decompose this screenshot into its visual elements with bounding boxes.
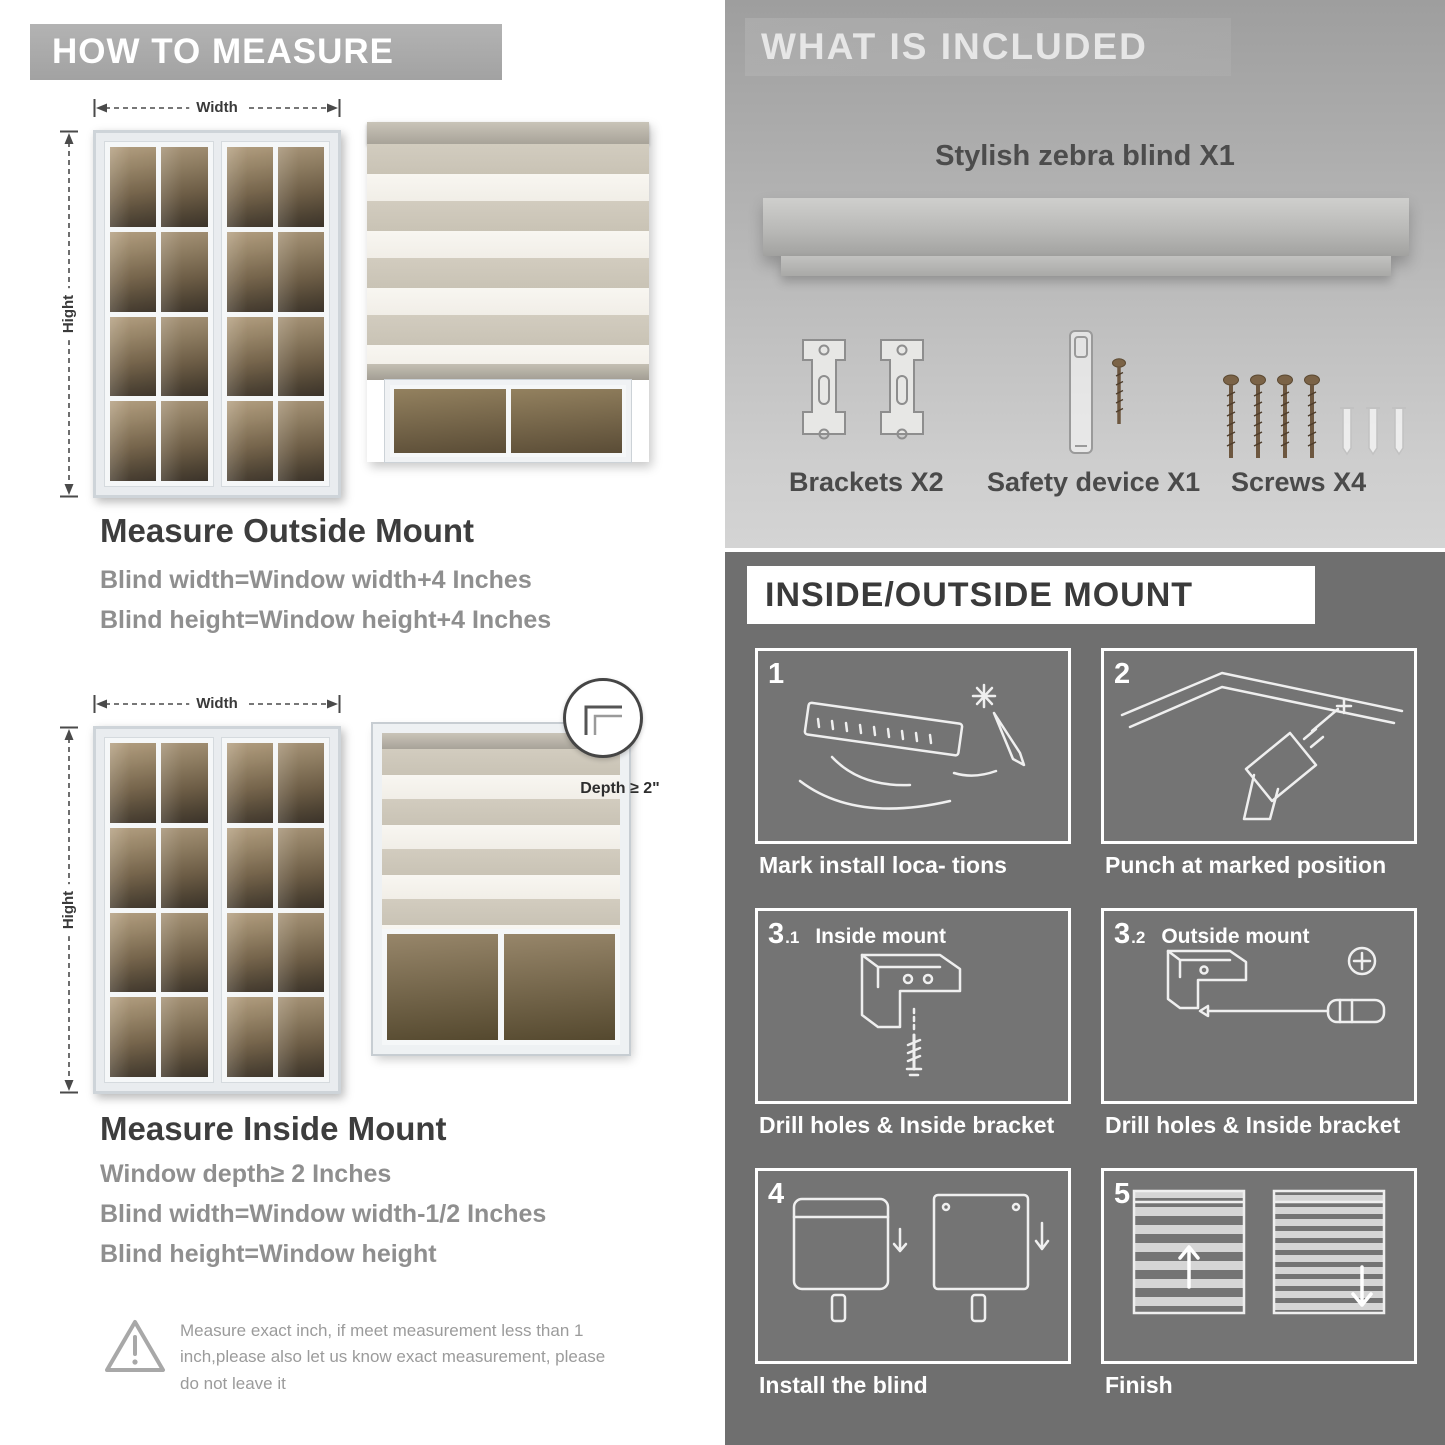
depth-callout-circle — [563, 678, 643, 758]
width-label-2: Width — [189, 692, 245, 716]
brackets-label: Brackets X2 — [789, 467, 944, 497]
blind-cassette-bar — [382, 733, 620, 749]
step-1: 1 — [755, 648, 1071, 884]
blind-cassette-illustration — [763, 198, 1409, 256]
hight-measure-arrow: Hight — [57, 130, 81, 498]
inside-bracket-illustration — [860, 953, 962, 1077]
outside-rule-width: Blind width=Window width+4 Inches — [100, 566, 532, 594]
step-1-number: 1 — [768, 658, 785, 690]
window-below-blind — [382, 929, 620, 1045]
screws-icons — [1221, 374, 1417, 471]
bracket-icon — [871, 334, 933, 451]
install-blind-illustration — [792, 1193, 1050, 1323]
window-illustration-inside — [93, 726, 341, 1094]
safety-device-icon — [1063, 328, 1099, 463]
step-5: 5 — [1101, 1168, 1417, 1404]
step-3-2-panel: 3 .2 Outside mount — [1101, 908, 1417, 1104]
window-below-blind — [384, 379, 632, 463]
hight-measure-arrow-2: Hight — [57, 726, 81, 1094]
safety-device-label: Safety device X1 — [987, 467, 1201, 497]
zebra-blind-outside-illustration — [367, 122, 649, 463]
step-1-caption: Mark install loca- tions — [759, 852, 1007, 878]
depth-label: Depth ≥ 2" — [580, 780, 660, 797]
outside-mount-title: Outside mount — [1161, 925, 1310, 948]
step-5-caption: Finish — [1105, 1372, 1173, 1398]
inside-mount-title: Inside mount — [815, 925, 946, 948]
inside-rule-height: Blind height=Window height — [100, 1240, 437, 1268]
hight-label: Hight — [57, 287, 81, 341]
outside-rule-height: Blind height=Window height+4 Inches — [100, 606, 552, 634]
step-5-number: 5 — [1114, 1178, 1131, 1210]
measurement-warning-text: Measure exact inch, if meet measurement … — [180, 1321, 606, 1393]
how-to-measure-header: HOW TO MEASURE — [30, 24, 502, 80]
step-2-caption: Punch at marked position — [1105, 852, 1387, 878]
step-3-1: 3 .1 Inside mount — [755, 908, 1071, 1144]
step-4-panel: 4 — [755, 1168, 1071, 1364]
stylish-zebra-blind-label: Stylish zebra blind X1 — [935, 140, 1235, 172]
step-3-2-number: 3 — [1114, 918, 1131, 950]
step-3-1-caption: Drill holes & Inside bracket — [759, 1112, 1055, 1138]
warning-triangle-icon — [102, 1316, 168, 1381]
step-3-2: 3 .2 Outside mount — [1101, 908, 1417, 1144]
step-2-panel: 2 — [1101, 648, 1417, 844]
inside-rule-depth: Window depth≥ 2 Inches — [100, 1160, 392, 1188]
blind-cassette-bar — [367, 122, 649, 144]
step-2: 2 — [1101, 648, 1417, 884]
hight-label-2: Hight — [57, 883, 81, 937]
inside-outside-mount-header: INSIDE/OUTSIDE MOUNT — [747, 566, 1315, 624]
step-4-caption: Install the blind — [759, 1372, 928, 1398]
step-4: 4 — [755, 1168, 1071, 1404]
step-3-1-number: 3 — [768, 918, 785, 950]
measure-outside-mount-title: Measure Outside Mount — [100, 512, 475, 549]
mark-location-illustration — [798, 683, 1026, 810]
measure-inside-mount-title: Measure Inside Mount — [100, 1110, 447, 1147]
outside-mount-diagram: Width Hight — [55, 92, 670, 512]
screws-label: Screws X4 — [1231, 467, 1367, 497]
inside-mount-diagram: Width Hight Depth ≥ — [55, 678, 695, 1128]
step-3-2-caption: Drill holes & Inside bracket — [1105, 1112, 1401, 1138]
what-is-included-header: WHAT IS INCLUDED — [745, 18, 1231, 76]
inside-rule-width: Blind width=Window width-1/2 Inches — [100, 1200, 547, 1228]
zebra-blind-inside-illustration — [371, 722, 631, 1056]
blind-rail-illustration — [781, 256, 1391, 276]
blind-bottom-rail — [367, 364, 649, 380]
mount-instructions-section: INSIDE/OUTSIDE MOUNT 1 — [725, 552, 1445, 1445]
step-4-number: 4 — [768, 1178, 785, 1210]
width-label: Width — [189, 96, 245, 120]
mount-steps-grid: 1 — [755, 648, 1417, 1404]
window-illustration-outside — [93, 130, 341, 498]
what-is-included-section: WHAT IS INCLUDED Stylish zebra blind X1 — [725, 0, 1445, 548]
width-measure-arrow-2: Width — [93, 692, 341, 716]
step-5-panel: 5 — [1101, 1168, 1417, 1364]
step-1-panel: 1 — [755, 648, 1071, 844]
step-2-number: 2 — [1114, 658, 1131, 690]
safety-screw-icon — [1111, 358, 1127, 435]
step-3-1-panel: 3 .1 Inside mount — [755, 908, 1071, 1104]
bracket-icon — [793, 334, 855, 451]
width-measure-arrow: Width — [93, 96, 341, 120]
finish-illustration — [1132, 1189, 1386, 1315]
drill-illustration — [1120, 671, 1404, 821]
outside-bracket-illustration — [1166, 946, 1386, 1024]
